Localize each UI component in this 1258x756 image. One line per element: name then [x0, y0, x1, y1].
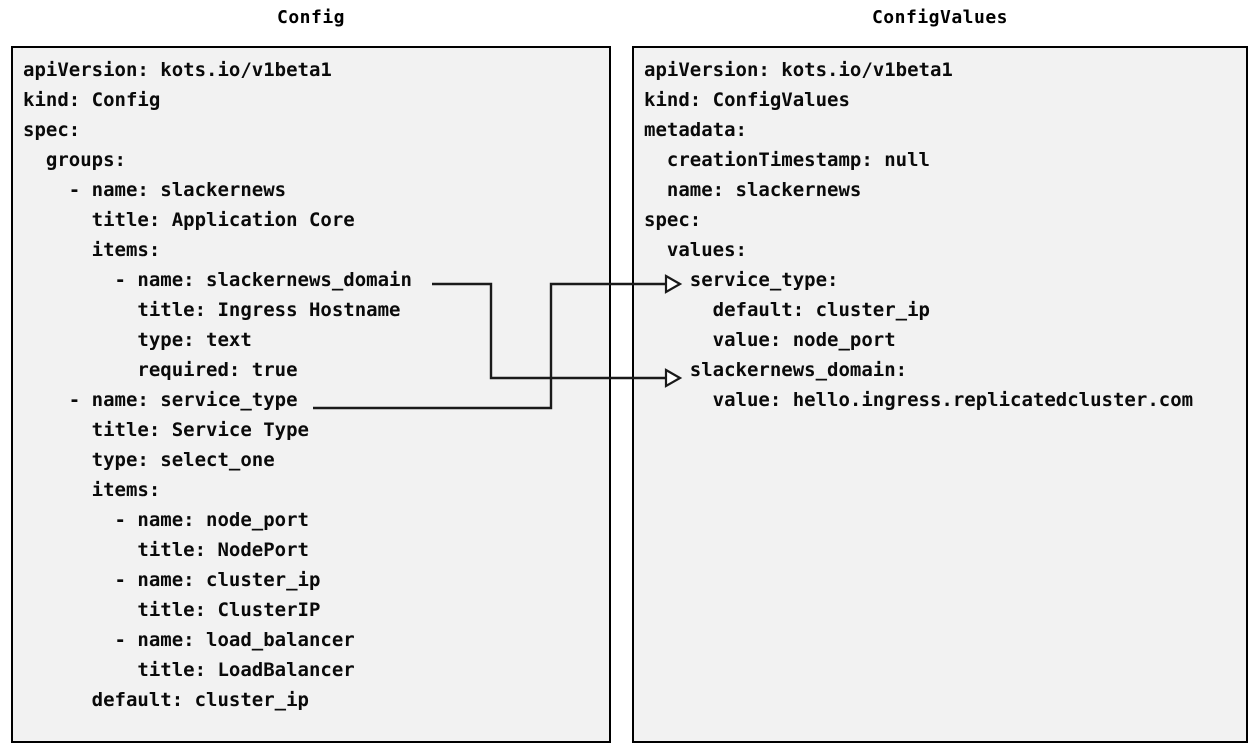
configvalues-yaml-body: apiVersion: kots.io/v1beta1 kind: Config… — [644, 59, 1194, 411]
config-panel-title: Config — [276, 7, 346, 28]
configvalues-panel-title: ConfigValues — [871, 7, 1009, 28]
configvalues-panel: apiVersion: kots.io/v1beta1 kind: Config… — [632, 46, 1248, 743]
config-yaml-body: apiVersion: kots.io/v1beta1 kind: Config… — [23, 59, 412, 711]
config-panel: apiVersion: kots.io/v1beta1 kind: Config… — [11, 46, 611, 743]
